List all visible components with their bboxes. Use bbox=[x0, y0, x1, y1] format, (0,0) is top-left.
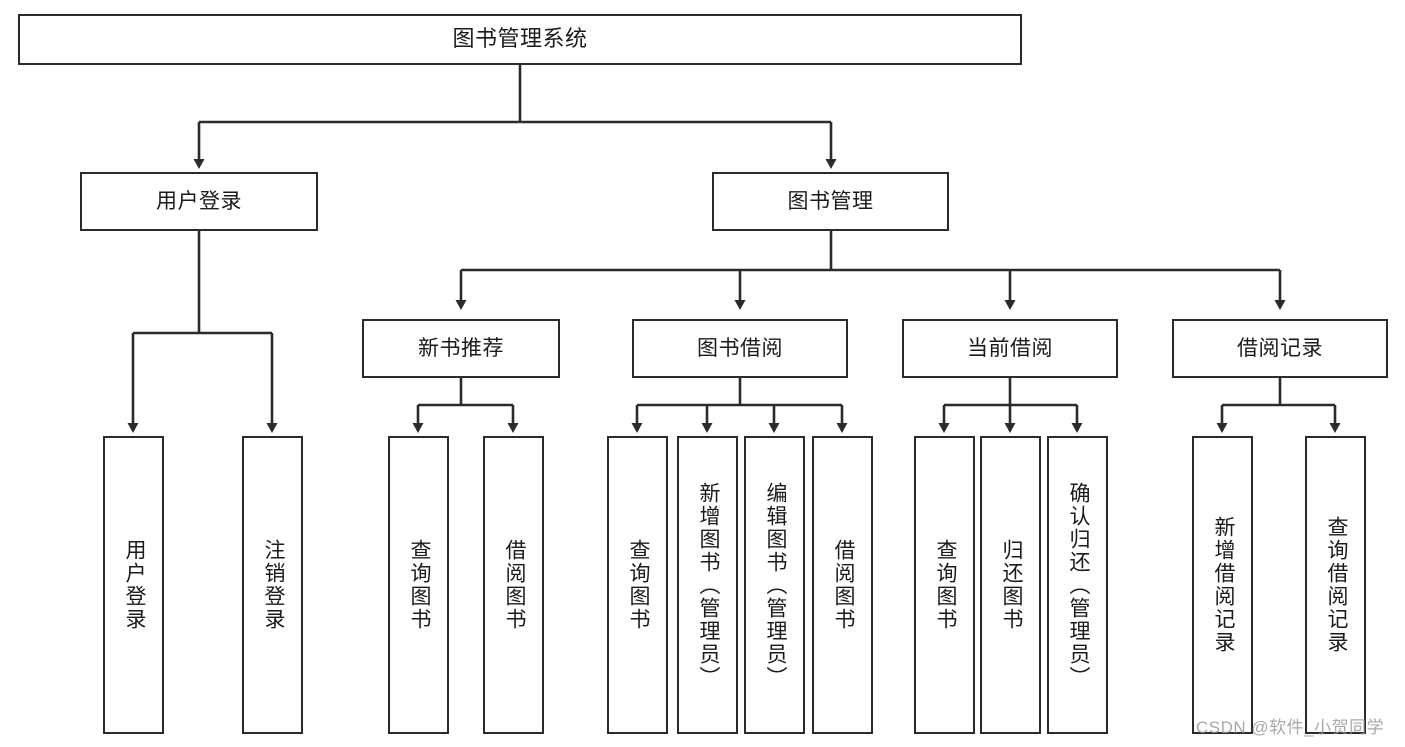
leaf-book-borrow-lend[interactable]: 借阅图书 bbox=[812, 436, 873, 734]
node-label: 查询图书 bbox=[626, 539, 650, 631]
leaf-borrow-record-query[interactable]: 查询借阅记录 bbox=[1305, 436, 1366, 734]
leaf-user-login-signin[interactable]: 用户登录 bbox=[103, 436, 164, 734]
node-new-book-recommend[interactable]: 新书推荐 bbox=[362, 319, 560, 378]
node-label: 确认归还（管理员） bbox=[1066, 481, 1090, 689]
watermark-text: CSDN @软件_小贺同学 bbox=[1196, 718, 1385, 737]
node-label: 借阅记录 bbox=[1237, 336, 1323, 360]
node-label: 图书管理 bbox=[787, 189, 874, 213]
leaf-current-borrow-confirm[interactable]: 确认归还（管理员） bbox=[1047, 436, 1108, 734]
node-label: 归还图书 bbox=[999, 539, 1023, 631]
node-label: 图书管理系统 bbox=[452, 26, 588, 52]
leaf-new-book-query[interactable]: 查询图书 bbox=[388, 436, 449, 734]
node-label: 借阅图书 bbox=[502, 539, 526, 631]
node-root-system[interactable]: 图书管理系统 bbox=[18, 14, 1022, 65]
node-label: 当前借阅 bbox=[967, 336, 1053, 360]
node-current-borrow[interactable]: 当前借阅 bbox=[902, 319, 1118, 378]
leaf-book-borrow-edit[interactable]: 编辑图书（管理员） bbox=[744, 436, 805, 734]
node-user-login[interactable]: 用户登录 bbox=[80, 172, 318, 231]
leaf-user-login-signout[interactable]: 注销登录 bbox=[242, 436, 303, 734]
node-label: 用户登录 bbox=[156, 189, 242, 213]
leaf-borrow-record-add[interactable]: 新增借阅记录 bbox=[1192, 436, 1253, 734]
node-label: 查询图书 bbox=[407, 539, 431, 631]
leaf-book-borrow-query[interactable]: 查询图书 bbox=[607, 436, 668, 734]
node-label: 新增借阅记录 bbox=[1211, 516, 1235, 654]
leaf-current-borrow-query[interactable]: 查询图书 bbox=[914, 436, 975, 734]
node-label: 查询图书 bbox=[933, 539, 957, 631]
node-label: 新书推荐 bbox=[418, 336, 504, 360]
leaf-book-borrow-add[interactable]: 新增图书（管理员） bbox=[677, 436, 738, 734]
node-label: 注销登录 bbox=[261, 539, 285, 631]
node-label: 借阅图书 bbox=[831, 539, 855, 631]
node-label: 图书借阅 bbox=[697, 336, 783, 360]
node-book-management[interactable]: 图书管理 bbox=[712, 172, 949, 231]
leaf-new-book-borrow[interactable]: 借阅图书 bbox=[483, 436, 544, 734]
node-label: 查询借阅记录 bbox=[1324, 516, 1348, 654]
node-label: 新增图书（管理员） bbox=[696, 481, 720, 689]
node-label: 编辑图书（管理员） bbox=[763, 481, 787, 689]
node-borrow-record[interactable]: 借阅记录 bbox=[1172, 319, 1388, 378]
node-book-borrow[interactable]: 图书借阅 bbox=[632, 319, 848, 378]
leaf-current-borrow-return[interactable]: 归还图书 bbox=[980, 436, 1041, 734]
node-label: 用户登录 bbox=[122, 539, 146, 631]
